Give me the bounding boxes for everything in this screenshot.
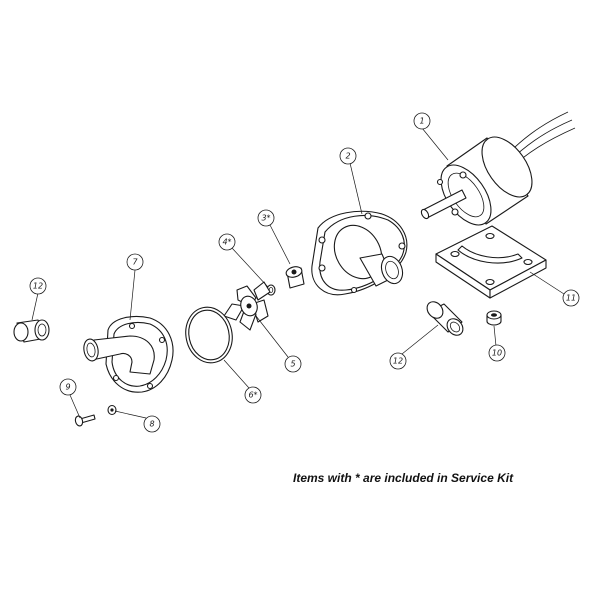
leader-lines [31,127,565,419]
callout-8: 8 [143,415,161,433]
callout-7: 7 [126,253,144,271]
service-kit-note: Items with * are included in Service Kit [293,471,514,485]
callout-label-9: 9 [65,383,70,392]
cap-part-10 [486,310,502,326]
callout-label-5: 5 [290,360,295,369]
callout-4: 4* [218,233,236,251]
callout-label-8: 8 [149,420,154,429]
callout-9: 9 [59,378,77,396]
callout-11: 11 [562,289,580,307]
small-nut-part-8 [107,404,117,416]
callout-label-1: 1 [419,117,424,126]
callout-12-right: 12 [389,352,407,370]
callout-5: 5 [284,355,302,373]
impeller-part [223,281,271,331]
callout-3: 3* [257,209,275,227]
callout-label-4: 4* [222,238,231,247]
callout-label-12-left: 12 [33,282,43,291]
callout-12-left: 12 [29,277,47,295]
callout-label-10: 10 [492,349,502,358]
o-ring-part [185,306,233,364]
callout-label-2: 2 [345,152,350,161]
callout-label-7: 7 [132,258,138,267]
fitting-part-12-left [13,319,50,343]
screw-part-3 [285,266,305,289]
callout-2: 2 [339,147,357,165]
bolt-part-9 [74,414,96,427]
callout-6: 6* [244,386,262,404]
motor-part [420,111,576,226]
callout-label-11: 11 [566,294,576,303]
callout-label-12-right: 12 [393,357,403,366]
end-cover-part [83,315,174,393]
callout-1: 1 [413,112,431,130]
mounting-bracket-part [435,225,547,299]
pump-housing-part [311,210,408,296]
callout-label-6: 6* [248,391,257,400]
callout-label-3: 3* [261,214,270,223]
fitting-part-12-right [426,301,464,336]
callout-10: 10 [488,344,506,362]
